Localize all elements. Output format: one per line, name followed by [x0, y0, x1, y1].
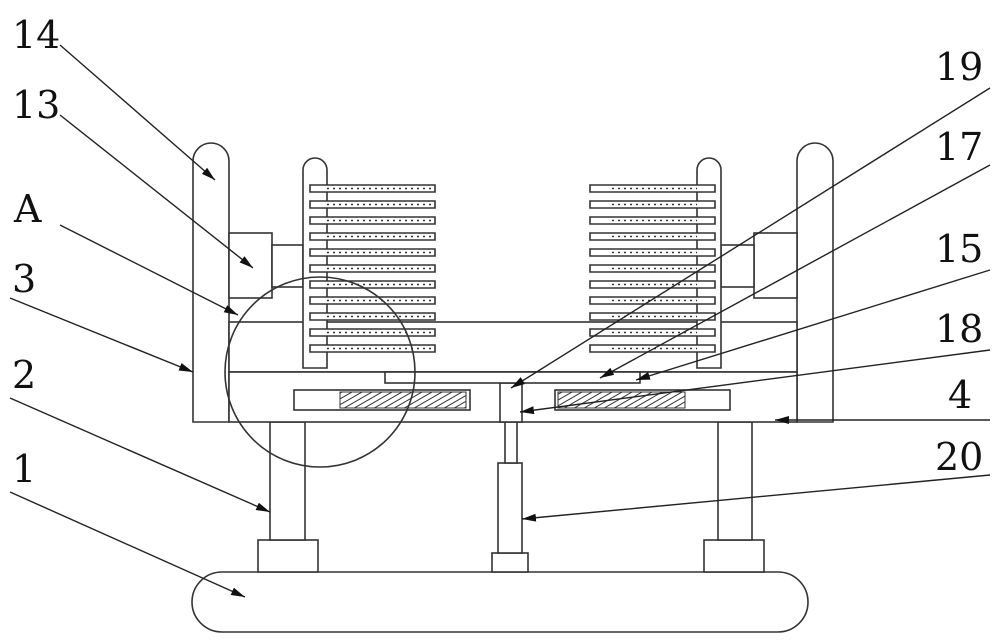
label-15: 15 — [935, 227, 983, 271]
label-2: 2 — [12, 353, 36, 397]
right-leg — [718, 422, 752, 540]
right-motor — [754, 233, 797, 298]
label-20: 20 — [935, 435, 983, 479]
base-plate — [192, 572, 808, 632]
label-17: 17 — [935, 125, 983, 169]
left-side-post — [193, 143, 229, 422]
leader-3 — [10, 298, 193, 372]
lift-cylinder — [498, 463, 522, 553]
center-foot — [492, 553, 528, 572]
label-4: 4 — [948, 373, 972, 417]
left-spring — [340, 392, 466, 408]
label-14: 14 — [12, 13, 60, 57]
right-side-post — [797, 143, 833, 422]
right-spring — [558, 392, 685, 408]
rod-guide — [500, 383, 522, 422]
left-foot — [258, 540, 318, 572]
label-19: 19 — [935, 45, 983, 89]
label-13: 13 — [12, 83, 60, 127]
left-leg — [270, 422, 305, 540]
label-18: 18 — [935, 307, 983, 351]
left-motor-shaft — [272, 245, 303, 287]
leader-14 — [60, 45, 215, 180]
label-1: 1 — [12, 447, 36, 491]
right-foot — [704, 540, 764, 572]
label-3: 3 — [12, 257, 36, 301]
label-a: A — [13, 187, 42, 231]
right-motor-shaft — [721, 245, 754, 287]
leader-1 — [10, 492, 245, 597]
leader-20 — [522, 475, 990, 519]
